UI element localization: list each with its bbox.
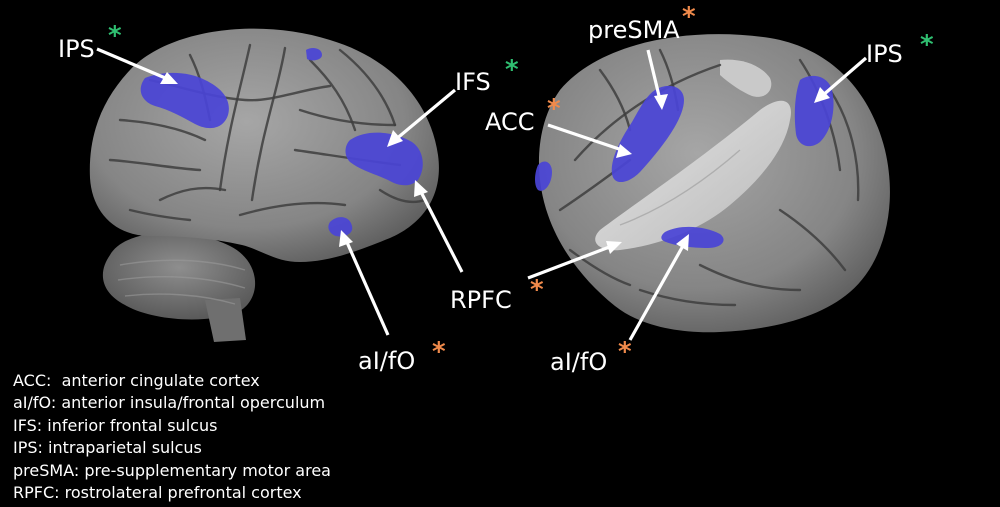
star-ips-left: * bbox=[108, 21, 122, 51]
arrow-aifo-right-head bbox=[676, 234, 689, 251]
star-rpfc: * bbox=[530, 275, 544, 305]
legend-row-aifo: aI/fO: anterior insula/frontal operculum bbox=[13, 392, 331, 414]
arrow-acc-head bbox=[616, 144, 632, 158]
left-cerebellum bbox=[102, 232, 256, 320]
star-aifo-left: * bbox=[432, 337, 446, 367]
arrow-aifo-left-head bbox=[339, 230, 353, 247]
left-activations bbox=[140, 47, 423, 237]
arrow-ips-left bbox=[96, 47, 171, 82]
legend-row-ifs: IFS: inferior frontal sulcus bbox=[13, 415, 331, 437]
arrow-rpfc-left bbox=[418, 189, 464, 273]
arrow-ifs bbox=[393, 88, 457, 142]
arrows bbox=[96, 47, 868, 341]
label-presma: preSMA bbox=[588, 16, 680, 44]
legend-abbr: RPFC: bbox=[13, 483, 60, 503]
label-rpfc: RPFC bbox=[450, 286, 512, 314]
region-labels: IPS * IFS * RPFC * aI/fO * preSMA * ACC … bbox=[58, 2, 934, 376]
left-sulci bbox=[108, 43, 427, 305]
legend-row-presma: preSMA: pre-supplementary motor area bbox=[13, 460, 331, 482]
label-aifo-left: aI/fO bbox=[358, 347, 415, 375]
legend-text: inferior frontal sulcus bbox=[47, 415, 218, 435]
arrow-ips-right bbox=[820, 56, 868, 98]
legend-row-ips: IPS: intraparietal sulcus bbox=[13, 437, 331, 459]
star-presma: * bbox=[682, 2, 696, 32]
arrow-presma-head bbox=[654, 94, 668, 110]
star-acc: * bbox=[547, 94, 561, 124]
legend-row-rpfc: RPFC: rostrolateral prefrontal cortex bbox=[13, 482, 331, 504]
right-brain-medial-view bbox=[535, 34, 890, 333]
activation-aifo-right bbox=[661, 226, 724, 248]
label-ips-left: IPS bbox=[58, 35, 95, 63]
activation-small-left bbox=[306, 47, 322, 61]
arrow-aifo-left bbox=[344, 239, 390, 336]
arrow-ips-right-head bbox=[814, 87, 830, 103]
star-ifs: * bbox=[505, 55, 519, 85]
star-ips-right: * bbox=[920, 30, 934, 60]
legend-abbr: IFS: bbox=[13, 415, 43, 435]
left-brain-lateral-view bbox=[89, 28, 439, 342]
arrow-aifo-right bbox=[628, 243, 686, 341]
label-aifo-right: aI/fO bbox=[550, 348, 607, 376]
legend-abbr: ACC: bbox=[13, 371, 52, 390]
activation-ifs bbox=[345, 132, 423, 186]
star-aifo-right: * bbox=[618, 337, 632, 367]
label-ips-right: IPS bbox=[866, 40, 903, 68]
label-acc: ACC bbox=[485, 108, 535, 136]
arrow-ips-left-head bbox=[160, 72, 178, 84]
arrow-ifs-head bbox=[387, 130, 403, 147]
right-sulci bbox=[558, 48, 860, 307]
white-matter-band bbox=[720, 59, 772, 97]
legend-abbr: aI/fO: bbox=[13, 393, 57, 413]
legend-text: anterior insula/frontal operculum bbox=[61, 393, 326, 413]
legend-text: rostrolateral prefrontal cortex bbox=[64, 483, 302, 503]
legend-abbr: preSMA: bbox=[13, 460, 80, 480]
legend-row-acc: ACC: anterior cingulate cortex bbox=[13, 370, 331, 392]
legend-text: anterior cingulate cortex bbox=[61, 371, 260, 390]
arrow-rpfc-right-head bbox=[606, 241, 622, 254]
legend-abbr: IPS: bbox=[13, 438, 43, 458]
abbreviation-legend: ACC: anterior cingulate cortex aI/fO: an… bbox=[13, 370, 331, 504]
arrow-presma bbox=[646, 49, 662, 101]
legend-text: pre-supplementary motor area bbox=[84, 460, 331, 480]
label-ifs: IFS bbox=[455, 68, 491, 96]
left-brainstem bbox=[205, 298, 246, 342]
legend-text: intraparietal sulcus bbox=[48, 438, 202, 458]
activation-presma bbox=[611, 85, 684, 183]
arrow-acc bbox=[547, 123, 623, 152]
activation-ips-left bbox=[140, 72, 229, 129]
activation-small-right bbox=[535, 161, 552, 191]
corpus-callosum bbox=[595, 100, 791, 251]
arrow-rpfc-left-head bbox=[414, 180, 428, 197]
activation-aifo-left bbox=[328, 217, 353, 237]
arrow-rpfc-right bbox=[527, 244, 613, 280]
